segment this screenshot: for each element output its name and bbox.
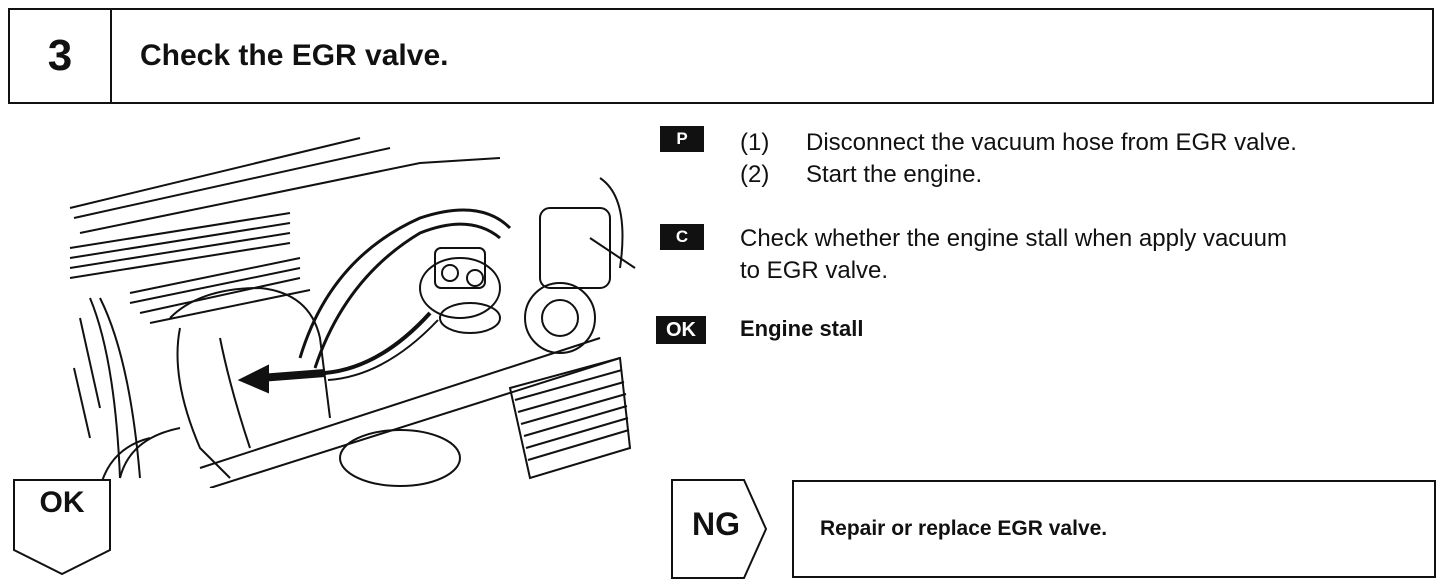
c-badge: C bbox=[660, 224, 704, 250]
p-step-1: (1) Disconnect the vacuum hose from EGR v… bbox=[740, 128, 1297, 158]
ok-badge: OK bbox=[656, 316, 706, 344]
ng-arrow-shape bbox=[671, 479, 768, 579]
p-badge: P bbox=[660, 126, 704, 152]
p-step-2-number: (2) bbox=[740, 161, 770, 188]
step-title: Check the EGR valve. bbox=[140, 39, 449, 72]
ng-action-box: Repair or replace EGR valve. bbox=[792, 480, 1436, 578]
c-text-line-1: Check whether the engine stall when appl… bbox=[740, 225, 1287, 252]
ng-arrow-label: NG bbox=[692, 506, 740, 542]
egr-valve-illustration bbox=[69, 137, 636, 488]
p-step-2-text: Start the engine. bbox=[806, 161, 983, 188]
ok-arrow-label: OK bbox=[39, 486, 85, 519]
ok-arrow-shape bbox=[13, 479, 111, 576]
step-header: 3 Check the EGR valve. bbox=[8, 8, 1434, 104]
p-step-1-number: (1) bbox=[740, 129, 770, 156]
step-number: 3 bbox=[10, 10, 112, 102]
p-step-2: (2) Start the engine. bbox=[740, 160, 982, 190]
p-step-1-text: Disconnect the vacuum hose from EGR valv… bbox=[806, 129, 1297, 156]
c-text-line-2: to EGR valve. bbox=[740, 257, 889, 284]
ok-result-text: Engine stall bbox=[740, 316, 864, 341]
